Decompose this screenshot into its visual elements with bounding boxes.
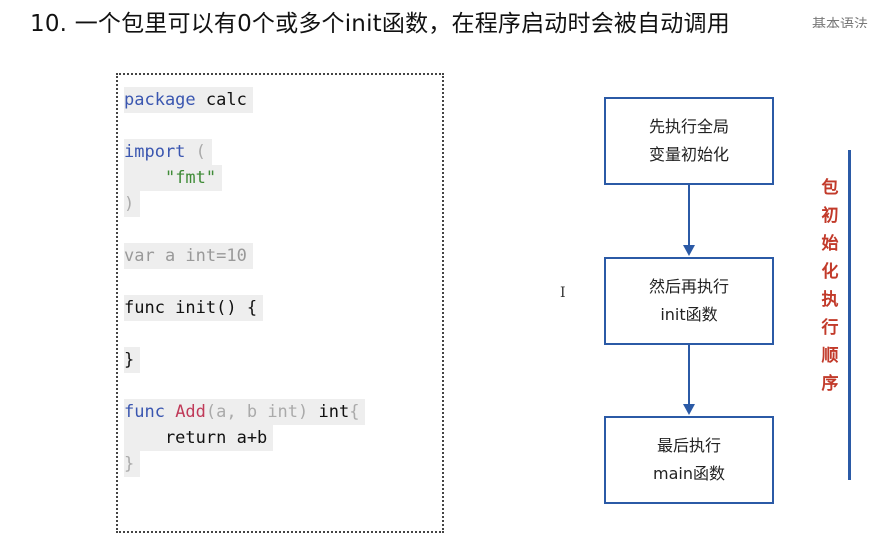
code-block: package calc import ( "fmt" ) var a int=… [116,73,444,533]
code-line-import: import ( [124,139,212,165]
func-params: (a, b int) [205,402,309,422]
indent [124,168,165,188]
func-brace-open: { [349,402,360,422]
code-line-add: func Add(a, b int) int{ [124,399,366,425]
flow-step-2-line-1: 然后再执行 [648,277,729,296]
init-brace-close: } [124,350,135,370]
text-cursor-icon: I [560,285,566,301]
flow-step-main: 最后执行 main函数 [604,416,774,504]
flow-step-1-line-2: 变量初始化 [648,145,729,164]
flow-step-global-vars: 先执行全局 变量初始化 [604,97,774,185]
return-statement: return a+b [124,428,268,448]
arrow-line-1 [688,185,690,247]
code-line-import-close: ) [124,191,141,217]
keyword-import: import [124,142,186,162]
keyword-func: func [124,402,165,422]
code-line-var: var a int=10 [124,243,253,269]
init-declaration: func init() { [124,298,258,318]
arrow-line-2 [688,345,690,406]
flow-step-2-line-2: init函数 [660,305,718,324]
code-line-package: package calc [124,87,253,113]
import-paren-close: ) [124,194,135,214]
func-name-add: Add [164,402,206,422]
flow-step-3-line-2: main函数 [653,464,725,483]
vertical-divider [848,150,851,480]
func-brace-close: } [124,454,135,474]
keyword-package: package [124,90,196,110]
flow-step-3-line-1: 最后执行 [656,436,721,455]
import-paren-open: ( [185,142,206,162]
var-declaration: var a int=10 [124,246,247,266]
code-line-return: return a+b [124,425,274,451]
init-order-label: 包初始化执行顺序 [821,178,839,394]
slide-title: 10. 一个包里可以有0个或多个init函数，在程序启动时会被自动调用 [30,11,730,37]
arrow-down-icon [683,245,695,256]
flow-step-1-line-1: 先执行全局 [648,117,729,136]
code-line-fmt: "fmt" [124,165,223,191]
package-name: calc [195,90,247,110]
code-line-add-close: } [124,451,141,477]
func-return-type: int [308,402,350,422]
code-line-init-close: } [124,347,141,373]
flow-step-init: 然后再执行 init函数 [604,257,774,345]
arrow-down-icon [683,404,695,415]
import-string: "fmt" [164,168,217,188]
corner-text: 基本语法 [812,17,868,28]
code-line-init: func init() { [124,295,264,321]
